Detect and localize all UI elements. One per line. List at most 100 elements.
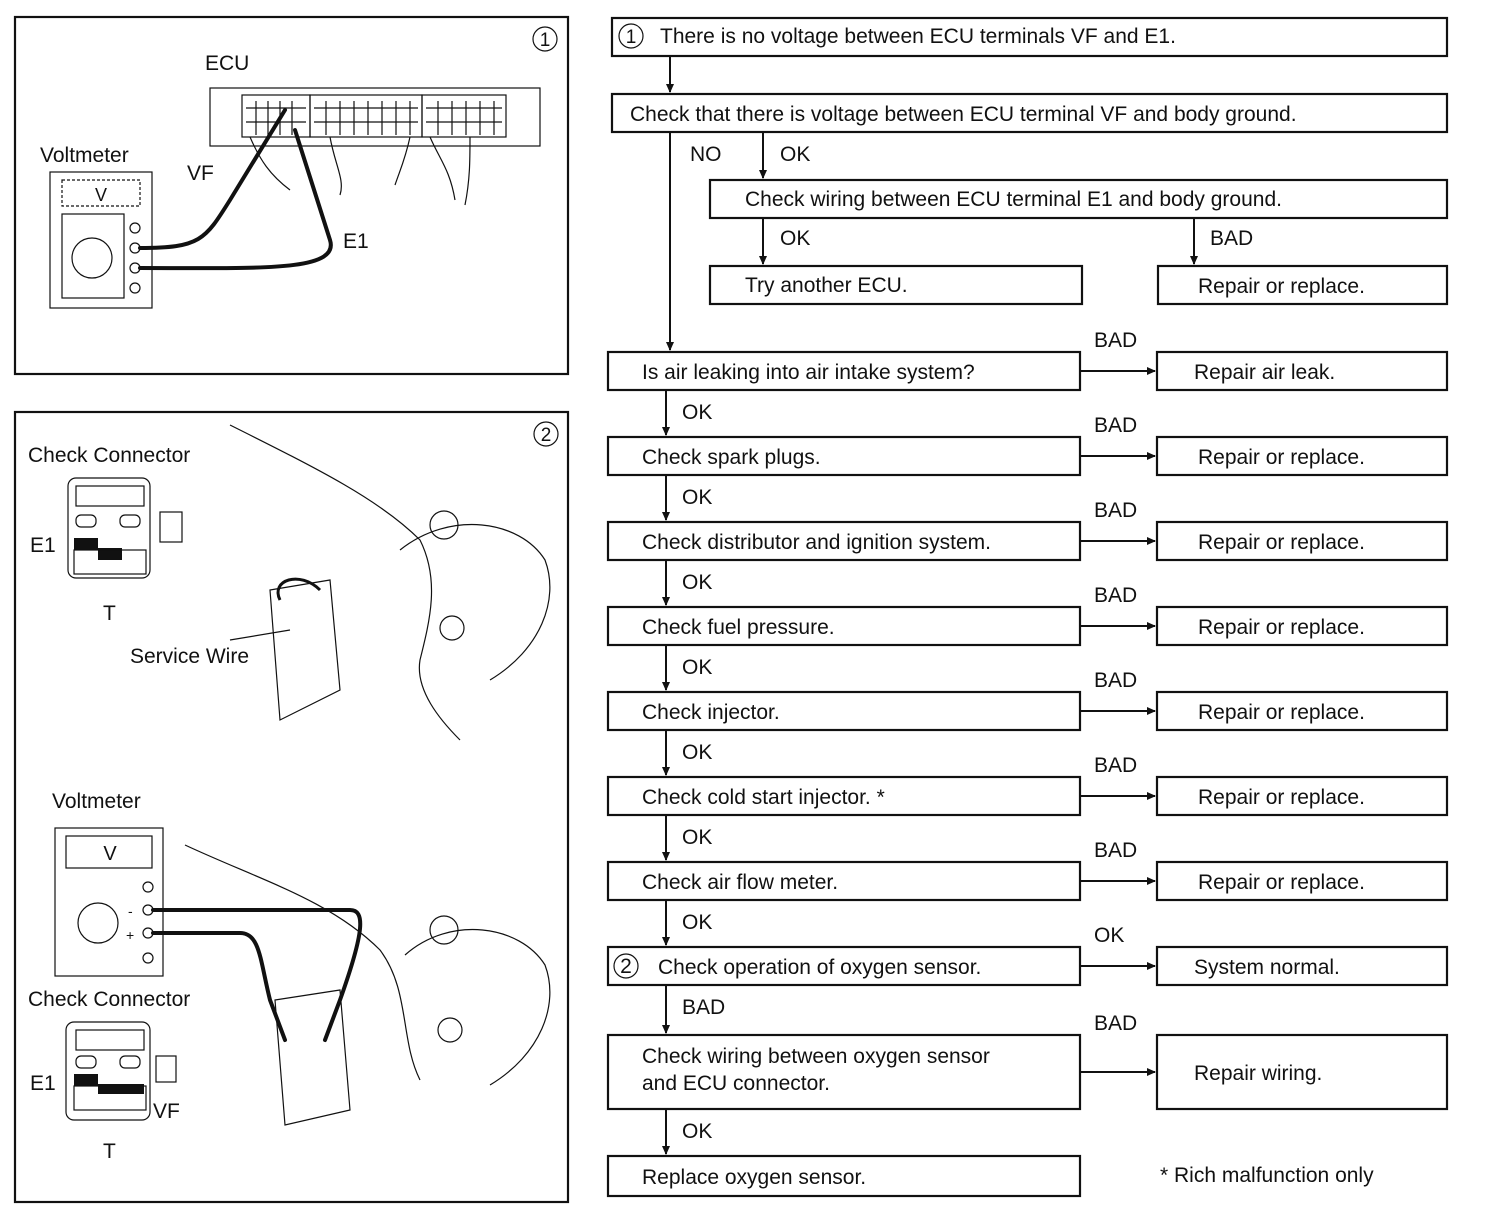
figure-1-number: 1 <box>540 30 551 51</box>
e1-probe-wire <box>138 128 333 271</box>
footnote: * Rich malfunction only <box>1160 1164 1374 1187</box>
start-marker-number: 1 <box>626 27 637 48</box>
outcome-text-1: Repair air leak. <box>1194 361 1335 384</box>
label-no: NO <box>690 143 722 166</box>
outcome-box-3 <box>1155 520 1449 562</box>
check-e1-wiring-box <box>708 178 1449 220</box>
outcome-label-2: BAD <box>1094 414 1137 437</box>
label-ok-1: OK <box>780 143 810 166</box>
step-text-4: Check fuel pressure. <box>642 616 835 639</box>
next-label-6: OK <box>682 826 712 849</box>
outcome-text-3: Repair or replace. <box>1198 531 1365 554</box>
figure-2-panel: 2 Check Connector E1 T Service Wire Volt <box>13 410 570 1204</box>
start-marker: 1 <box>618 23 644 49</box>
figure-1-panel: 1 ECU Voltmeter VF E1 V <box>13 15 570 376</box>
outcome-box-5 <box>1155 690 1449 732</box>
check-connector-label-bottom: Check Connector <box>28 988 190 1011</box>
check-e1-wiring-text: Check wiring between ECU terminal E1 and… <box>745 188 1282 211</box>
outcome-text-5: Repair or replace. <box>1198 701 1365 724</box>
next-label-9: OK <box>682 1120 712 1143</box>
figure-1-frame <box>13 15 570 376</box>
try-another-ecu-box <box>708 264 1084 306</box>
engine-bay-sketch-top <box>229 424 551 741</box>
outcome-label-3: BAD <box>1094 499 1137 522</box>
outcome-box-4 <box>1155 605 1449 647</box>
outcome-box-1 <box>1155 350 1449 392</box>
voltmeter-2-display: V <box>103 843 117 865</box>
outcome-label-1: BAD <box>1094 329 1137 352</box>
vf-probe-wire <box>138 108 287 250</box>
voltmeter-2: V - + <box>54 827 164 977</box>
try-another-ecu-text: Try another ECU. <box>745 274 908 297</box>
step-text-7: Check air flow meter. <box>642 871 838 894</box>
next-label-2: OK <box>682 486 712 509</box>
outcome-box-6 <box>1155 775 1449 817</box>
step-text-9: Check wiring between oxygen sensor <box>642 1045 990 1068</box>
figure-2-number: 2 <box>541 425 552 446</box>
step-box-2 <box>606 435 1082 477</box>
label-bad-1: BAD <box>1210 227 1253 250</box>
outcome-box-7 <box>1155 860 1449 902</box>
step-box-8 <box>606 945 1082 987</box>
outcome-text-2: Repair or replace. <box>1198 446 1365 469</box>
outcome-label-4: BAD <box>1094 584 1137 607</box>
repair-or-replace-e1-box <box>1156 264 1449 306</box>
outcome-text-4: Repair or replace. <box>1198 616 1365 639</box>
step-marker-8: 2 <box>620 955 632 978</box>
outcome-label-7: BAD <box>1094 839 1137 862</box>
check-connector-top <box>67 477 183 579</box>
t-label-top: T <box>103 602 116 625</box>
outcome-text-9: Repair wiring. <box>1194 1062 1322 1085</box>
t-label-bottom: T <box>103 1140 116 1163</box>
step-text-5: Check injector. <box>642 701 780 724</box>
e1-label-bottom: E1 <box>30 1072 56 1095</box>
step-box-6 <box>606 775 1082 817</box>
repair-or-replace-e1-text: Repair or replace. <box>1198 275 1365 298</box>
flowchart-steps: Is air leaking into air intake system?BA… <box>606 329 1449 1198</box>
vf-label: VF <box>187 162 214 185</box>
step-text-10: Replace oxygen sensor. <box>642 1166 866 1189</box>
next-label-7: OK <box>682 911 712 934</box>
minus-sign: - <box>128 903 133 919</box>
outcome-label-9: BAD <box>1094 1012 1137 1035</box>
outcome-box-8 <box>1155 945 1449 987</box>
next-label-1: OK <box>682 401 712 424</box>
figure-2-number-marker: 2 <box>533 421 559 447</box>
step-text-8: Check operation of oxygen sensor. <box>658 956 981 979</box>
e1-label: E1 <box>343 230 369 253</box>
outcome-label-6: BAD <box>1094 754 1137 777</box>
check-vf-ground-box <box>610 92 1449 134</box>
ecu-unit <box>209 87 541 206</box>
step-box-10 <box>606 1154 1082 1198</box>
figure-2-frame <box>13 410 570 1204</box>
step-box-1 <box>606 350 1082 392</box>
step-text-line2-9: and ECU connector. <box>642 1072 830 1095</box>
outcome-box-9 <box>1155 1033 1449 1111</box>
outcome-label-8: OK <box>1094 924 1124 947</box>
voltmeter-label-2: Voltmeter <box>52 790 141 813</box>
start-text: There is no voltage between ECU terminal… <box>660 25 1176 48</box>
service-wire-label: Service Wire <box>130 645 249 668</box>
voltmeter-1: V <box>49 171 153 309</box>
step-box-3 <box>606 520 1082 562</box>
ecu-label: ECU <box>205 52 249 75</box>
check-vf-ground-text: Check that there is voltage between ECU … <box>630 103 1297 126</box>
step-text-3: Check distributor and ignition system. <box>642 531 991 554</box>
e1-label-top: E1 <box>30 534 56 557</box>
next-label-4: OK <box>682 656 712 679</box>
outcome-label-5: BAD <box>1094 669 1137 692</box>
vf-label-bottom: VF <box>153 1100 180 1123</box>
step-text-2: Check spark plugs. <box>642 446 821 469</box>
check-connector-bottom <box>65 1021 177 1121</box>
start-box <box>610 16 1449 58</box>
plus-probe-wire <box>151 931 287 1042</box>
next-label-8: BAD <box>682 996 725 1019</box>
outcome-box-2 <box>1155 435 1449 477</box>
step-box-4 <box>606 605 1082 647</box>
outcome-text-8: System normal. <box>1194 956 1340 979</box>
next-label-3: OK <box>682 571 712 594</box>
engine-bay-sketch-bottom <box>184 844 551 1126</box>
figure-1-number-marker: 1 <box>532 26 558 52</box>
step-marker-circle-8 <box>613 953 639 979</box>
